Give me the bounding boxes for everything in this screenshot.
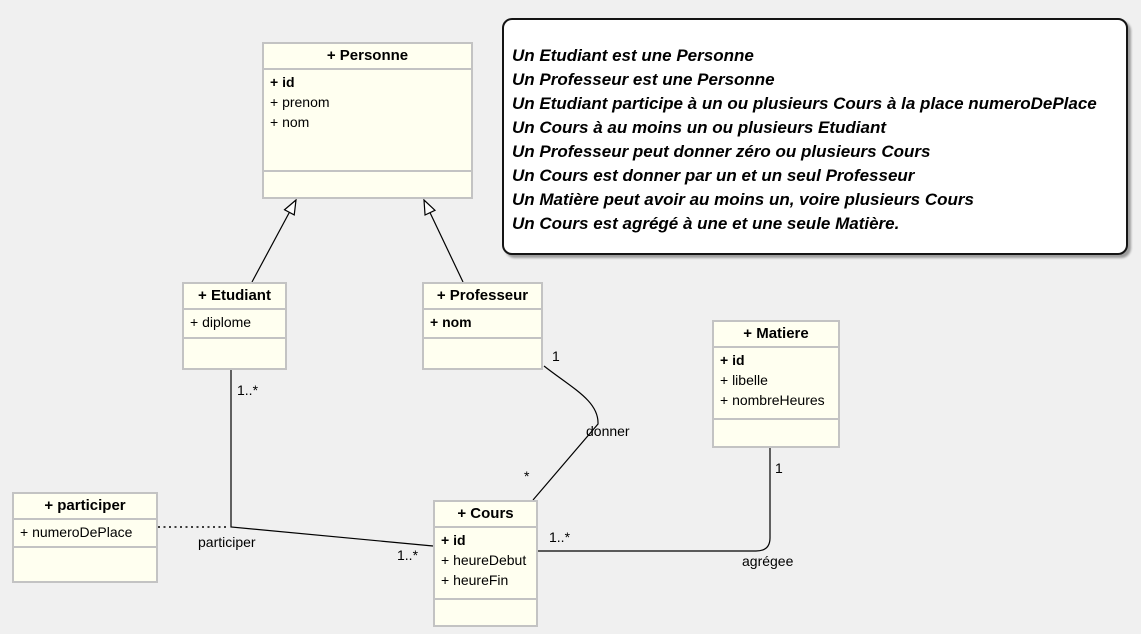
note-text: Un Etudiant est une Personne Un Professe…: [512, 44, 1097, 236]
class-etudiant-operations: [184, 339, 285, 368]
class-participer[interactable]: + participer + numeroDePlace: [12, 492, 158, 583]
note-line: Un Professeur est une Personne: [512, 70, 775, 89]
note-line: Un Cours est agrégé à une et une seule M…: [512, 214, 900, 233]
association-label-donner[interactable]: donner: [586, 423, 630, 439]
class-personne-name: + Personne: [264, 44, 471, 70]
class-matiere-attributes: + id + libelle + nombreHeures: [714, 348, 838, 420]
class-cours[interactable]: + Cours + id + heureDebut + heureFin: [433, 500, 538, 627]
class-cours-name: + Cours: [435, 502, 536, 528]
association-donner-line[interactable]: [532, 365, 599, 501]
note-line: Un Professeur peut donner zéro ou plusie…: [512, 142, 931, 161]
note-line: Un Etudiant est une Personne: [512, 46, 754, 65]
class-cours-operations: [435, 600, 536, 625]
attribute-heurefin: + heureFin: [441, 572, 509, 588]
note-box[interactable]: Un Etudiant est une Personne Un Professe…: [502, 18, 1128, 255]
class-professeur-name: + Professeur: [424, 284, 541, 310]
class-participer-name: + participer: [14, 494, 156, 520]
generalization-professeur-personne[interactable]: [423, 198, 464, 283]
association-participer-line[interactable]: [230, 370, 434, 547]
attribute-nombreheures: + nombreHeures: [720, 392, 825, 408]
class-personne-attributes: + id + prenom + nom: [264, 70, 471, 172]
class-participer-attributes: + numeroDePlace: [14, 520, 156, 548]
multiplicity-cours-donner[interactable]: *: [524, 468, 530, 484]
attribute-id: + id: [270, 74, 295, 90]
attribute-id: + id: [720, 352, 745, 368]
class-etudiant-name: + Etudiant: [184, 284, 285, 310]
class-personne-operations: [264, 172, 471, 197]
multiplicity-cours-participer[interactable]: 1..*: [397, 547, 419, 563]
note-line: Un Cours est donner par un et un seul Pr…: [512, 166, 915, 185]
multiplicity-etudiant-participer[interactable]: 1..*: [237, 382, 259, 398]
association-agregee-line[interactable]: [538, 448, 771, 552]
class-participer-operations: [14, 548, 156, 581]
class-matiere[interactable]: + Matiere + id + libelle + nombreHeures: [712, 320, 840, 448]
attribute-diplome: + diplome: [190, 314, 252, 330]
association-label-participer[interactable]: participer: [198, 534, 256, 550]
multiplicity-matiere-agregee[interactable]: 1: [775, 460, 783, 476]
attribute-id: + id: [441, 532, 466, 548]
note-line: Un Cours à au moins un ou plusieurs Etud…: [512, 118, 887, 137]
attribute-nom: + nom: [430, 314, 472, 330]
class-cours-attributes: + id + heureDebut + heureFin: [435, 528, 536, 600]
multiplicity-professeur-donner[interactable]: 1: [552, 348, 560, 364]
class-matiere-operations: [714, 420, 838, 446]
attribute-libelle: + libelle: [720, 372, 768, 388]
attribute-heuredebut: + heureDebut: [441, 552, 527, 568]
generalization-etudiant-personne[interactable]: [251, 198, 297, 283]
class-personne[interactable]: + Personne + id + prenom + nom: [262, 42, 473, 199]
class-matiere-name: + Matiere: [714, 322, 838, 348]
class-professeur-operations: [424, 339, 541, 368]
attribute-numerodeplace: + numeroDePlace: [20, 524, 133, 540]
multiplicity-cours-agregee[interactable]: 1..*: [549, 529, 571, 545]
attribute-prenom: + prenom: [270, 94, 330, 110]
association-label-agregee[interactable]: agrégee: [742, 553, 794, 569]
attribute-nom: + nom: [270, 114, 310, 130]
note-line: Un Matière peut avoir au moins un, voire…: [512, 190, 974, 209]
class-etudiant-attributes: + diplome: [184, 310, 285, 339]
note-line: Un Etudiant participe à un ou plusieurs …: [512, 94, 1097, 113]
class-professeur-attributes: + nom: [424, 310, 541, 339]
class-professeur[interactable]: + Professeur + nom: [422, 282, 543, 370]
class-etudiant[interactable]: + Etudiant + diplome: [182, 282, 287, 370]
